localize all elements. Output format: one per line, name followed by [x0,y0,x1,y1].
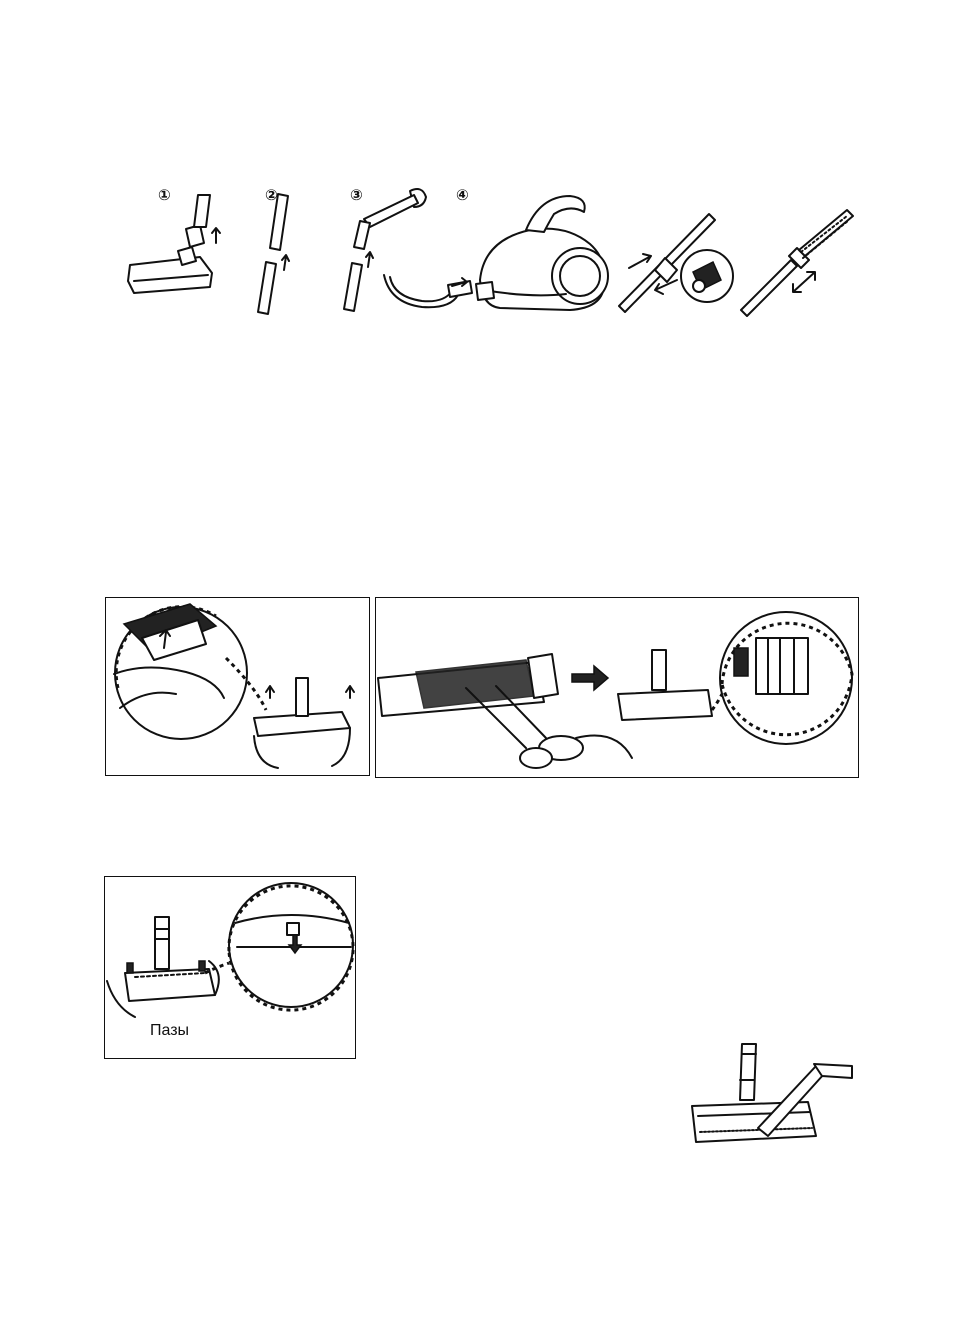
telescopic-tube-extend-illustration [735,210,865,320]
telescopic-tube-button-illustration [615,210,745,320]
brush-removal-panel [105,597,370,776]
nozzle-attach-illustration [120,185,230,315]
tube-connect-illustration [248,190,298,320]
nozzle-slots-panel: Пазы [104,876,356,1059]
vacuum-body-illustration [470,190,615,320]
slots-label: Пазы [150,1022,189,1040]
handle-hose-illustration [330,185,480,325]
hair-cutting-panel [375,597,859,778]
nozzle-cleaning-illustration [688,1040,858,1155]
